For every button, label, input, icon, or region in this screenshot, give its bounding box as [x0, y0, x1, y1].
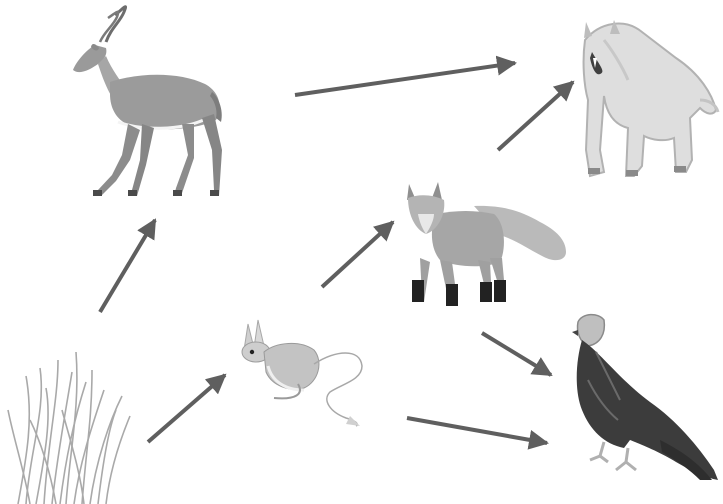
arrow-grass-to-jerboa: [148, 375, 225, 442]
arrow-jerboa-to-fox: [322, 222, 393, 287]
grass-icon: [8, 352, 130, 504]
arrow-grass-to-antelope: [100, 220, 155, 312]
eagle-icon: [572, 315, 718, 480]
arrow-antelope-to-wolf: [295, 63, 515, 95]
jerboa-icon: [242, 320, 362, 426]
wolf-icon: [584, 20, 718, 176]
antelope-icon: [73, 7, 222, 196]
arrow-jerboa-to-eagle: [407, 418, 547, 443]
arrow-fox-to-wolf: [498, 82, 573, 150]
arrow-fox-to-eagle: [482, 333, 551, 375]
fox-icon: [407, 182, 566, 306]
